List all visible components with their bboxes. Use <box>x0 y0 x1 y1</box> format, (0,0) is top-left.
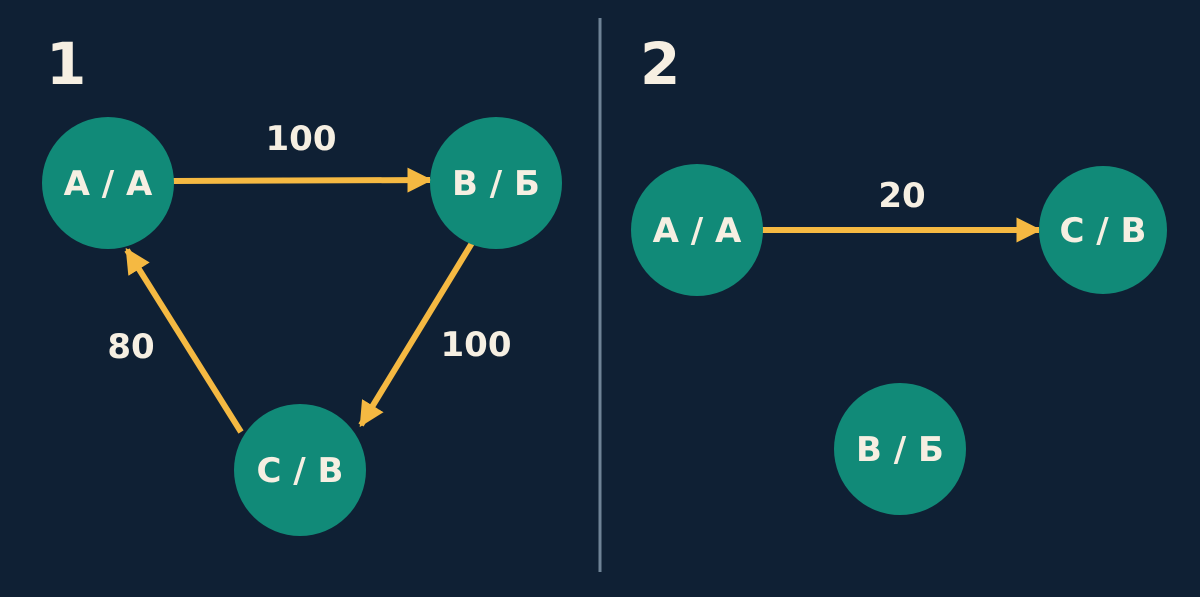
node-c: C / B <box>234 404 366 536</box>
edge-label-b-to-c: 100 <box>441 325 512 365</box>
edge-label-a-to-b: 100 <box>266 119 337 159</box>
node-c: C / B <box>1039 166 1167 294</box>
panel-2-number: 2 <box>640 30 680 98</box>
edge-b-to-c <box>358 241 475 428</box>
node-a: A / A <box>42 117 174 249</box>
panel-1: 1 100 100 80 A / A B / Б C / B <box>42 30 562 536</box>
node-b-label: B / Б <box>452 164 540 204</box>
node-b-label: B / Б <box>856 430 944 470</box>
edge-a-to-b <box>172 167 433 193</box>
panel-2: 2 20 A / A C / B B / Б <box>631 30 1167 515</box>
node-a-label: A / A <box>653 211 742 251</box>
edge-label-c-to-a: 80 <box>107 327 154 367</box>
panel-1-number: 1 <box>46 30 86 98</box>
node-c-label: C / B <box>257 451 344 491</box>
node-b: B / Б <box>834 383 966 515</box>
node-a: A / A <box>631 164 763 296</box>
node-b: B / Б <box>430 117 562 249</box>
edge-label-a-to-c: 20 <box>878 176 925 216</box>
node-a-label: A / A <box>64 164 153 204</box>
node-c-label: C / B <box>1060 211 1147 251</box>
edge-c-to-a <box>124 247 244 434</box>
